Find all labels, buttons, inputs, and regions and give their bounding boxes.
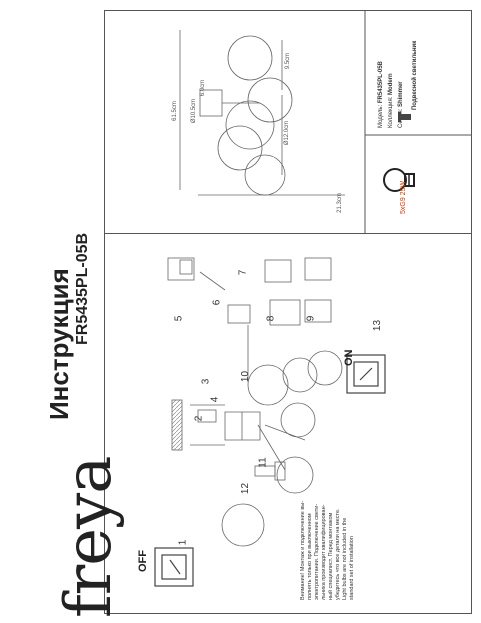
warning-line: полнять только при выключенном [307,513,313,600]
step-number: 11 [257,457,269,468]
warning-line: ный специалист. Перед монтажом [328,512,334,600]
switch-on-label: ON [343,349,355,367]
step-number: 2 [193,415,205,422]
warning-line: Внимание! Монтаж и подключение вы- [300,500,306,600]
step-number: 5 [173,315,185,322]
step-number: 9 [305,315,317,322]
warning-line: standard set of installation [349,536,355,600]
section-divider [104,233,472,234]
step-number: 13 [372,319,384,332]
step-number: 12 [240,482,252,495]
page-frame [104,10,472,614]
warning-line: льника производит квалифицирован- [321,504,327,600]
step-number: 1 [177,539,189,546]
step-number: 6 [211,299,223,306]
step-number: 3 [200,378,212,385]
step-number: 8 [265,315,277,322]
warning-line: убедитесь что все детали на месте. [335,508,341,600]
warning-line: Light bulbs are not included in the [342,517,348,600]
step-number: 7 [237,269,249,276]
warning-text: Внимание! Монтаж и подключение вы- полня… [300,380,356,600]
warning-line: электропитании. Подключение свети- [314,503,320,600]
step-number: 4 [209,396,221,403]
step-number: 10 [240,370,252,383]
switch-off-label: OFF [137,550,149,572]
